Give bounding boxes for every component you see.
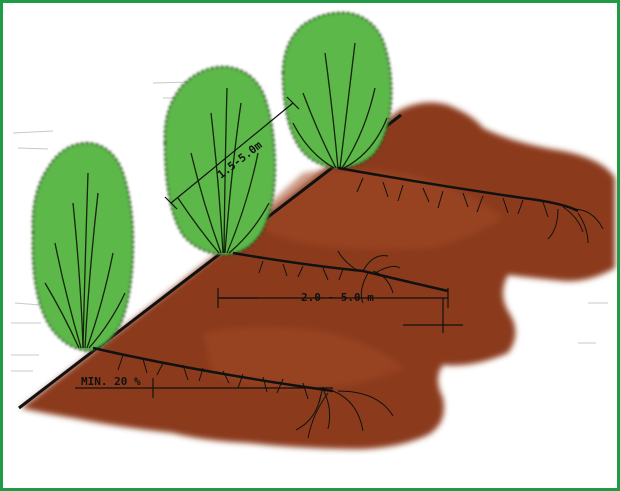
shrub-icon — [165, 67, 275, 255]
shrub-icon — [33, 143, 133, 351]
spacing-row-label: 2.0 - 5.0 m — [301, 291, 374, 304]
min-depth-label: MIN. 20 % — [81, 375, 141, 388]
shrub-icon — [283, 13, 391, 168]
brush-layering-diagram: 1.5-5.0m 2.0 - 5.0 m MIN. 20 % — [3, 3, 617, 488]
